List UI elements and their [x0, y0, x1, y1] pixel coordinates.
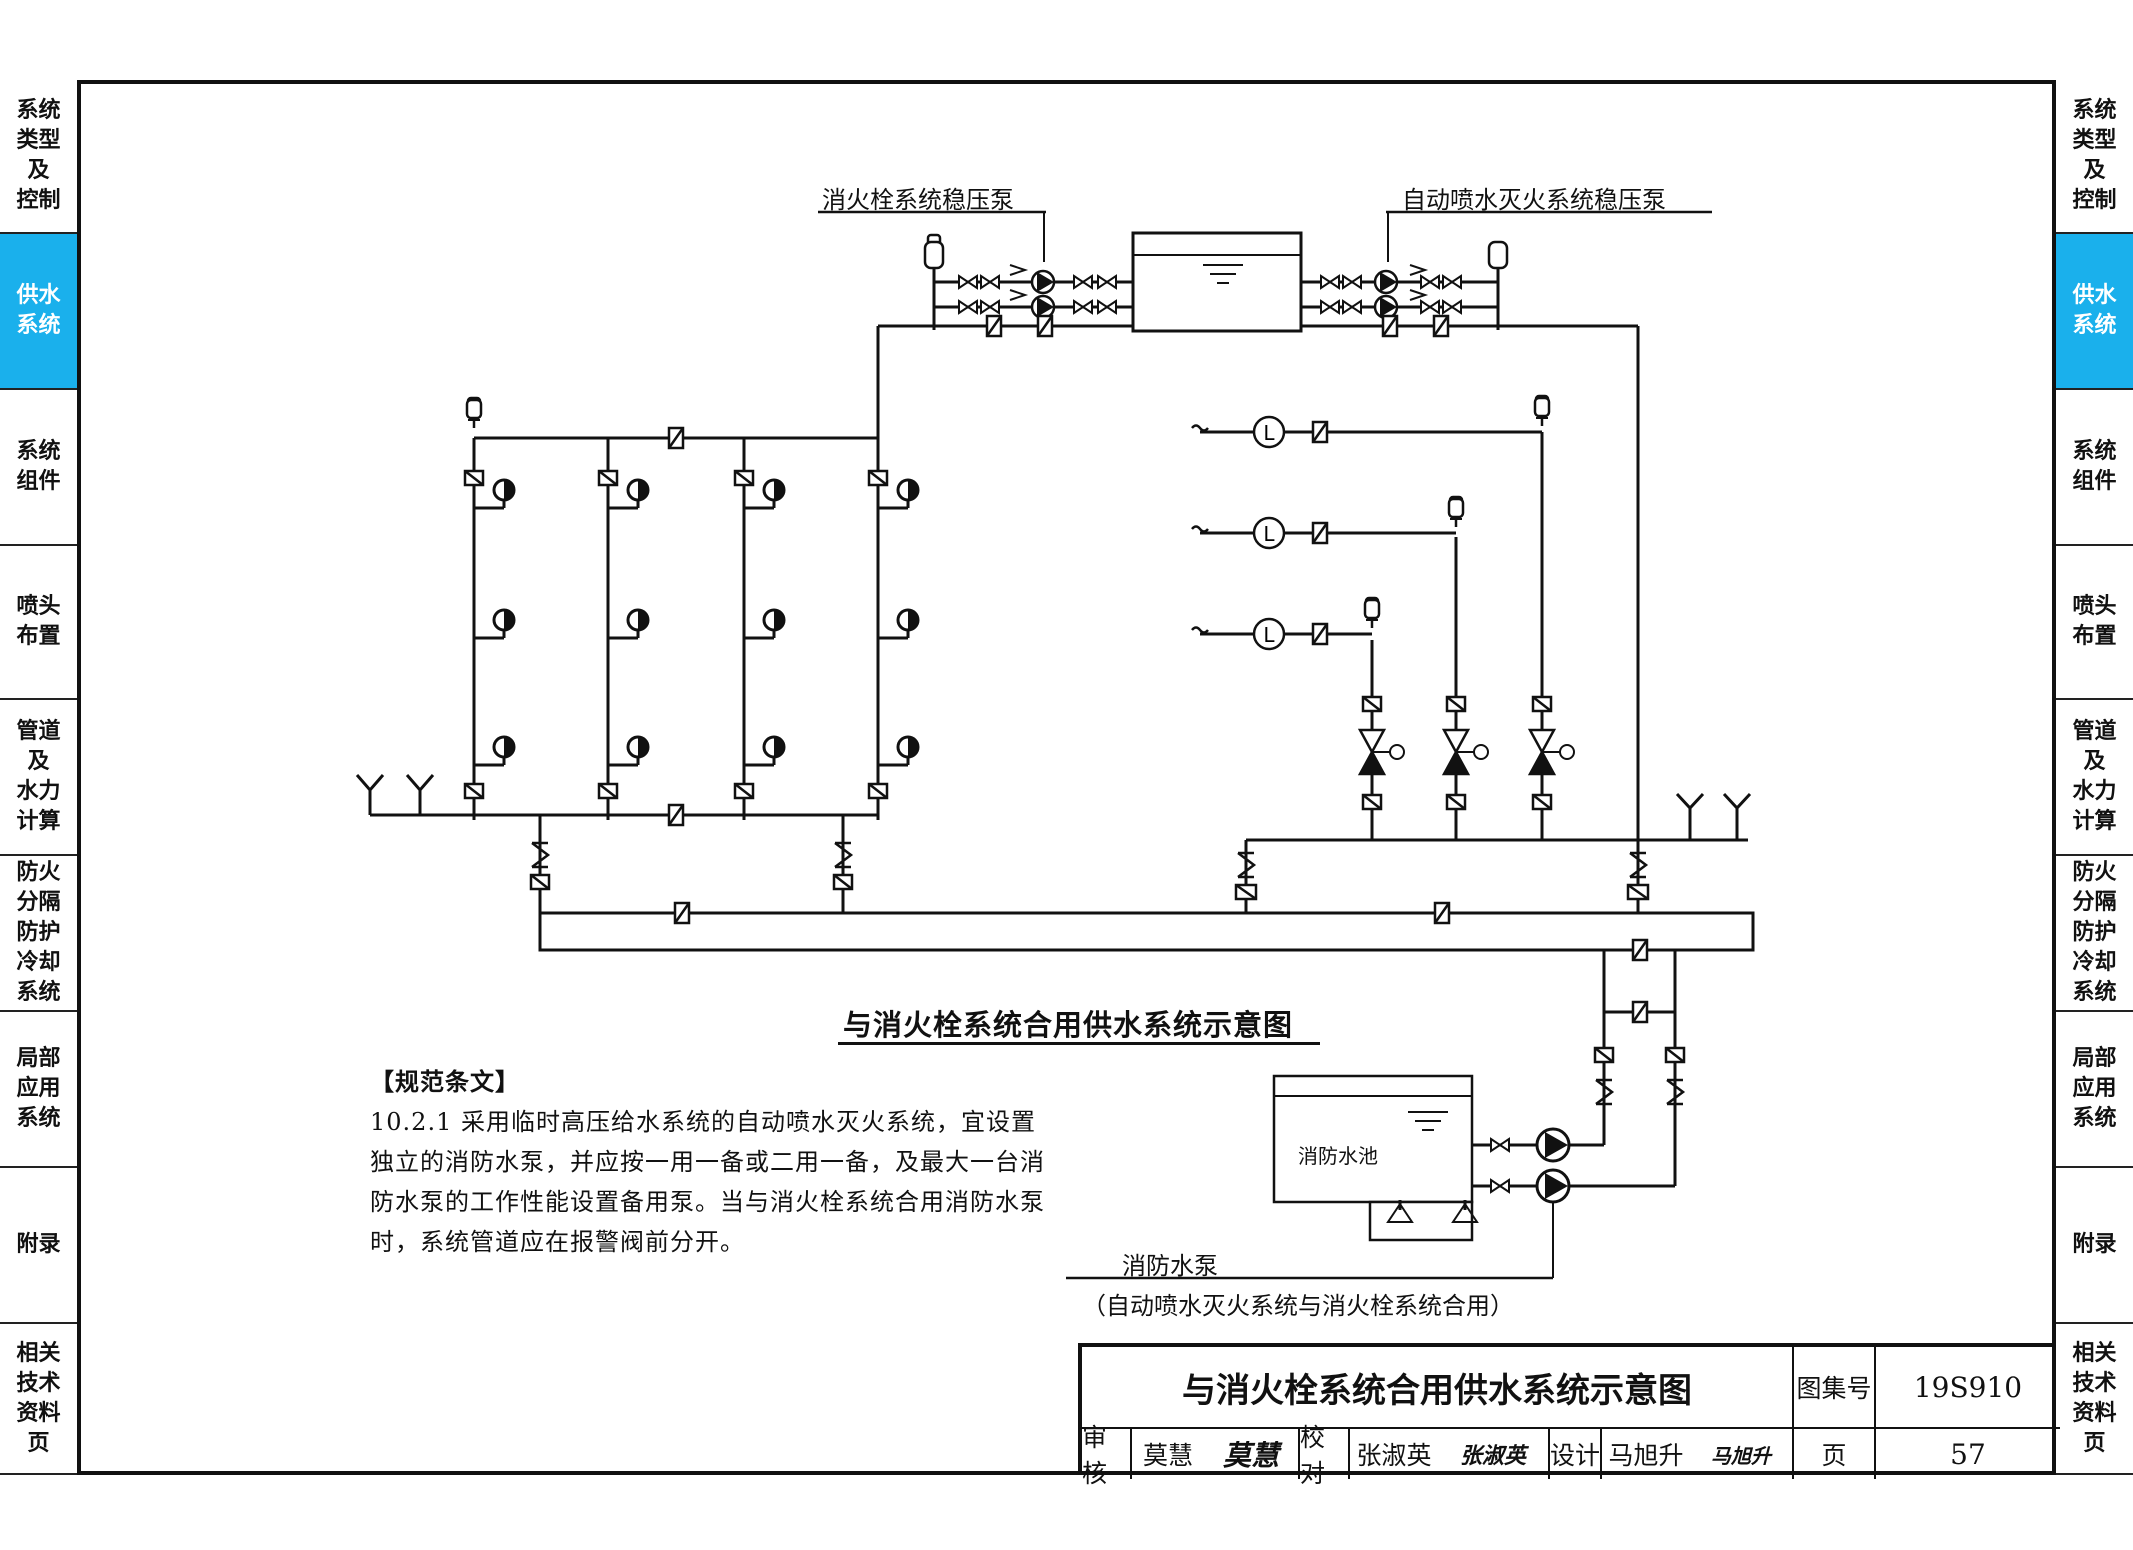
reviewer-name: 莫慧 [1142, 1441, 1193, 1470]
roof-water-tank [1131, 231, 1303, 333]
side-tab-left-8[interactable]: 相关 技术 资料 页 [0, 1324, 77, 1475]
fire-water-pool [1272, 1074, 1479, 1242]
side-tab-right-8[interactable]: 相关 技术 资料 页 [2056, 1324, 2133, 1475]
side-tab-left-2[interactable]: 系统 组件 [0, 390, 77, 546]
spec-line: 10.2.1 采用临时高压给水系统的自动喷水灭火系统，宜设置 [370, 1108, 1036, 1136]
review-label: 审核 [1082, 1423, 1132, 1488]
side-tab-left-7[interactable]: 附录 [0, 1168, 77, 1324]
fire-pool-label: 消防水池 [1298, 1144, 1378, 1168]
side-tab-right-1[interactable]: 供水 系统 [2056, 234, 2133, 390]
hydrant-columns [463, 469, 920, 800]
diagram-title-underline [838, 1042, 1320, 1045]
side-tab-right-2[interactable]: 系统 组件 [2056, 390, 2133, 546]
fire-pumps [1535, 1127, 1571, 1204]
title-block-title: 与消火栓系统合用供水系统示意图 [1082, 1347, 1794, 1429]
side-tab-left-0[interactable]: 系统 类型 及 控制 [0, 80, 77, 234]
drawing-frame [77, 80, 2056, 1475]
side-tab-left-1[interactable]: 供水 系统 [0, 234, 77, 390]
hydrant-network [368, 326, 880, 880]
designer-signature: 马旭升 [1690, 1429, 1794, 1479]
hydrant-stabilizer-pump-label: 消火栓系统稳压泵 [822, 186, 1014, 214]
side-tab-right-7[interactable]: 附录 [2056, 1168, 2133, 1324]
side-tab-right-6[interactable]: 局部 应用 系统 [2056, 1012, 2133, 1168]
atlas-label: 图集号 [1794, 1347, 1876, 1429]
side-tab-right-5[interactable]: 防火 分隔 防护 冷却 系统 [2056, 856, 2133, 1012]
page-label: 页 [1794, 1429, 1876, 1479]
spec-line: 防水泵的工作性能设置备用泵。当与消火栓系统合用消防水泵 [370, 1188, 1045, 1216]
designer-name: 马旭升 [1608, 1441, 1684, 1470]
spec-clause: 【规范条文】 10.2.1 采用临时高压给水系统的自动喷水灭火系统，宜设置 独立… [370, 1062, 1120, 1262]
fire-pump-label: 消防水泵 [1122, 1252, 1218, 1280]
fire-pump-note: （自动喷水灭火系统与消火栓系统合用） [1082, 1292, 1514, 1320]
check-label: 校对 [1300, 1423, 1350, 1488]
side-tab-right-3[interactable]: 喷头 布置 [2056, 546, 2133, 700]
side-tab-right-4[interactable]: 管道 及 水力 计算 [2056, 700, 2133, 856]
spec-line: 独立的消防水泵，并应按一用一备或二用一备，及最大一台消 [370, 1148, 1045, 1176]
title-block: 与消火栓系统合用供水系统示意图 图集号 19S910 审核 莫慧 莫慧 校对 张… [1078, 1343, 2060, 1488]
side-tab-right-0[interactable]: 系统 类型 及 控制 [2056, 80, 2133, 234]
main-supply-header [538, 840, 1755, 952]
spec-line: 时，系统管道应在报警阀前分开。 [370, 1228, 745, 1256]
sprinkler-network [1200, 326, 1748, 842]
page-number: 57 [1950, 1437, 1986, 1471]
reviewer-signature: 莫慧 [1204, 1429, 1300, 1479]
side-tab-left-4[interactable]: 管道 及 水力 计算 [0, 700, 77, 856]
checker-name: 张淑英 [1356, 1441, 1432, 1470]
hydrant-stabilizer-pumps [878, 262, 1133, 330]
side-nav-left: 系统 类型 及 控制供水 系统系统 组件喷头 布置管道 及 水力 计算防火 分隔… [0, 80, 77, 1475]
side-nav-right: 系统 类型 及 控制供水 系统系统 组件喷头 布置管道 及 水力 计算防火 分隔… [2056, 80, 2133, 1475]
side-tab-left-5[interactable]: 防火 分隔 防护 冷却 系统 [0, 856, 77, 1012]
sprinkler-stabilizer-pump-label: 自动喷水灭火系统稳压泵 [1402, 186, 1666, 214]
checker-signature: 张淑英 [1438, 1429, 1550, 1479]
atlas-number: 19S910 [1876, 1347, 2060, 1429]
spec-heading: 【规范条文】 [370, 1067, 520, 1096]
side-tab-left-3[interactable]: 喷头 布置 [0, 546, 77, 700]
side-tab-left-6[interactable]: 局部 应用 系统 [0, 1012, 77, 1168]
sprinkler-stabilizer-pumps [1301, 262, 1638, 330]
design-label: 设计 [1550, 1429, 1602, 1479]
diagram-title: 与消火栓系统合用供水系统示意图 [843, 1008, 1294, 1042]
